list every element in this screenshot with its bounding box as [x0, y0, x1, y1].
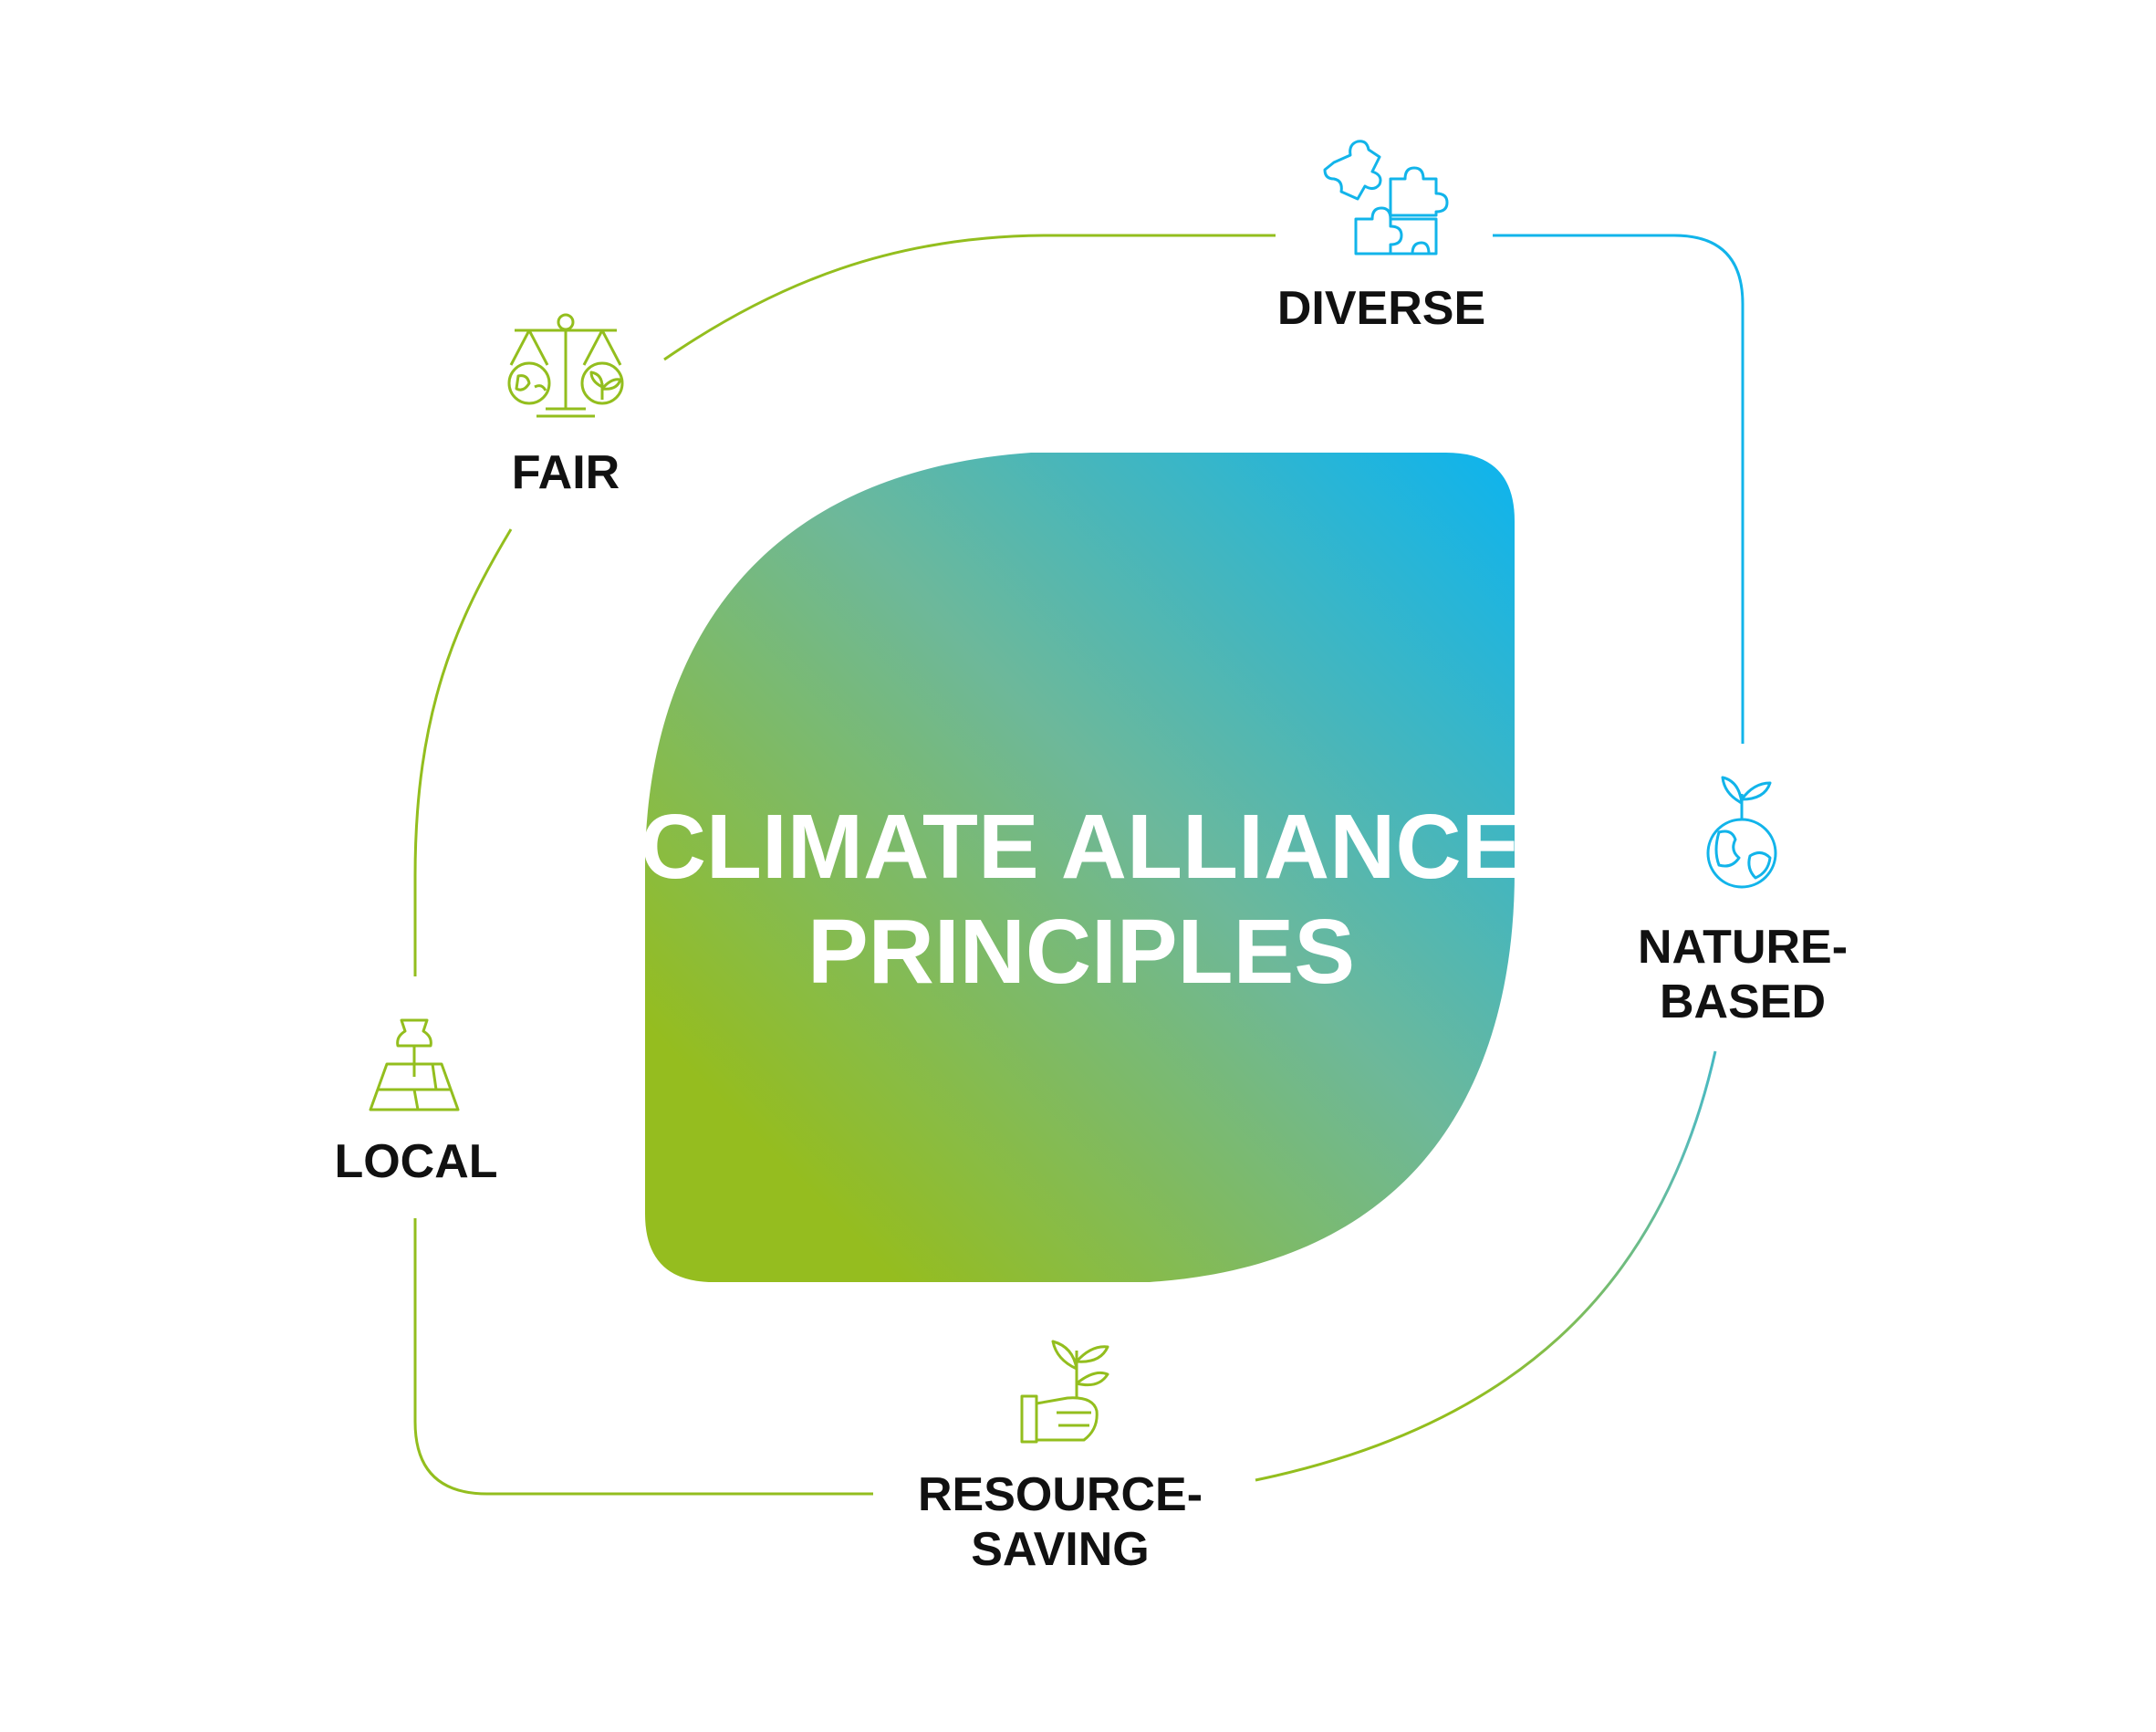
ring-connector — [413, 234, 1745, 1496]
connector-local-fair — [413, 528, 513, 976]
hand-plant-icon — [1020, 1340, 1109, 1444]
diagram-title-line1: CLIMATE ALLIANCE — [641, 796, 1523, 898]
principle-resource-saving: RESOURCE- SAVING — [918, 1340, 1203, 1576]
principle-nature-based: NATURE- BASED — [1638, 776, 1848, 1028]
principle-label: SAVING — [971, 1523, 1150, 1576]
principle-label: BASED — [1660, 976, 1826, 1028]
principle-label: DIVERSE — [1277, 282, 1485, 335]
central-leaf — [645, 453, 1515, 1282]
scales-globe-icon — [507, 313, 624, 418]
connector-nature-resource — [1255, 1050, 1717, 1482]
connector-fair-diverse — [663, 234, 1276, 361]
globe-sprout-icon — [1706, 776, 1777, 889]
principle-label: NATURE- — [1638, 921, 1848, 974]
connector-diverse-nature — [1493, 234, 1745, 744]
principle-label: RESOURCE- — [918, 1468, 1203, 1521]
puzzle-icon — [1323, 140, 1449, 256]
connector-resource-local — [413, 1218, 873, 1496]
principle-label: FAIR — [512, 446, 620, 499]
principle-label: LOCAL — [334, 1135, 497, 1188]
principle-fair: FAIR — [507, 313, 624, 499]
principle-local: LOCAL — [334, 1018, 498, 1188]
diagram-title-line2: PRINCIPLES — [807, 901, 1355, 1003]
map-pin-icon — [369, 1018, 460, 1111]
principle-diverse: DIVERSE — [1277, 140, 1485, 335]
